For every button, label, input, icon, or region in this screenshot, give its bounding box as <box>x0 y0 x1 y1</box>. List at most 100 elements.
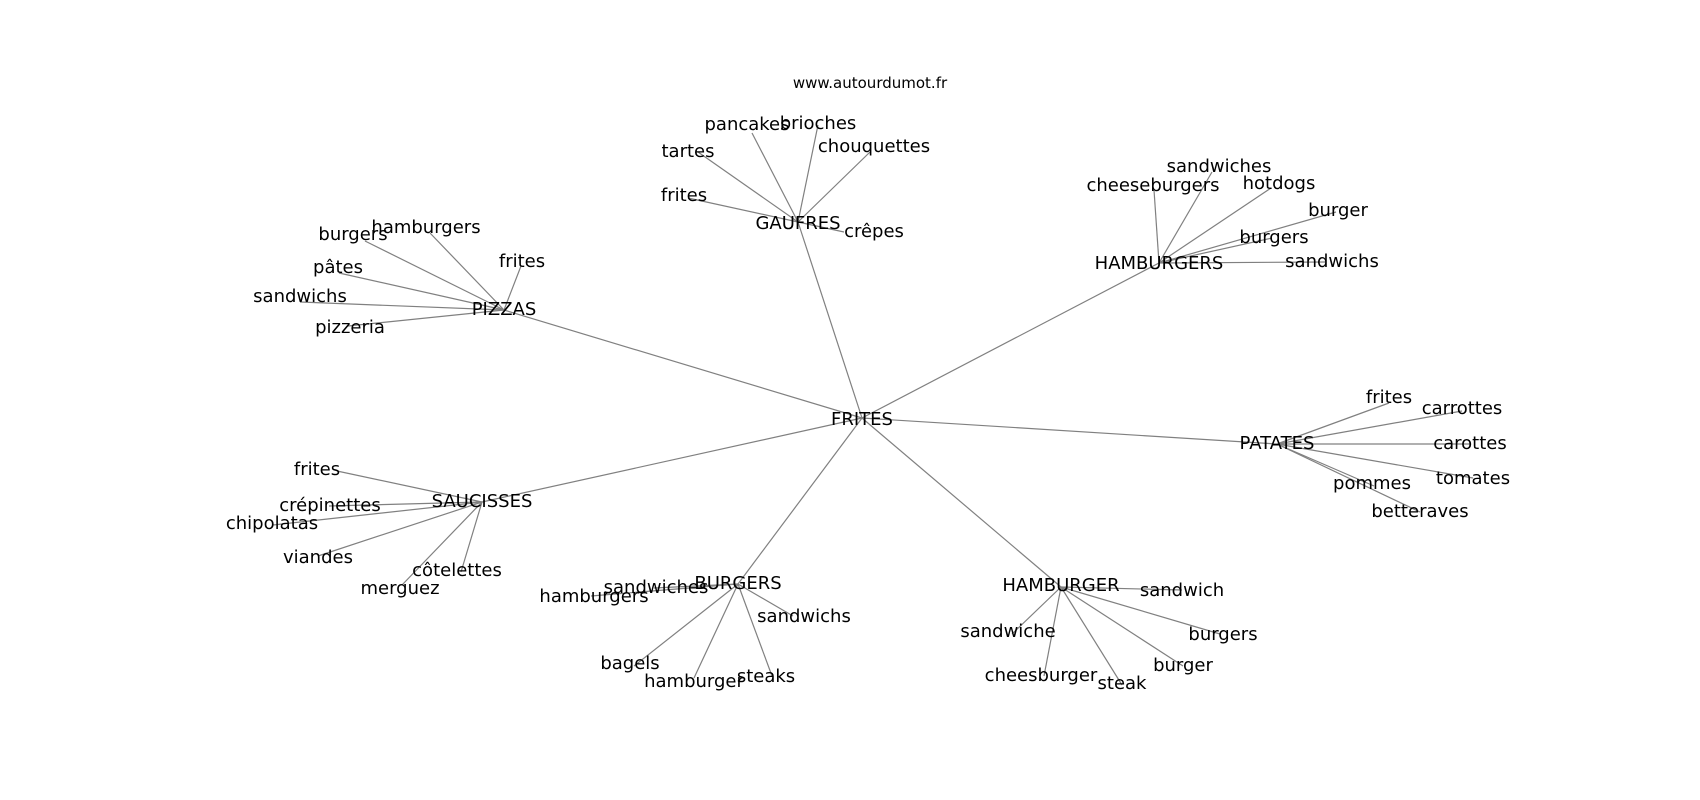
leaf-node-label: sandwiches <box>1167 156 1272 177</box>
edge-group-5-leaf-1 <box>590 583 739 597</box>
leaf-node-label: côtelettes <box>412 560 502 581</box>
edge-group-1-leaf-2 <box>1158 187 1272 264</box>
leaf-node-label: tomates <box>1436 468 1510 489</box>
group-node-label: SAUCISSES <box>432 491 533 512</box>
edge-group-0-leaf-0 <box>751 132 799 223</box>
leaf-node-label: betteraves <box>1371 501 1468 522</box>
edge-group-4-leaf-4 <box>460 501 483 573</box>
leaf-node-label: sandwichs <box>253 286 347 307</box>
leaf-node-label: pancakes <box>704 114 789 135</box>
leaf-node-label: hamburgers <box>371 217 480 238</box>
leaf-node-label: chipolatas <box>226 513 318 534</box>
edge-group-5-leaf-2 <box>737 583 794 617</box>
leaf-node-label: burgers <box>318 224 387 245</box>
leaf-node-label: burgers <box>1239 227 1308 248</box>
edge-group-6-leaf-5 <box>1060 586 1123 686</box>
leaf-node-label: steak <box>1098 673 1148 694</box>
edge-group-2-leaf-0 <box>429 232 505 311</box>
edge-root-3 <box>861 417 1278 445</box>
edge-group-4-leaf-1 <box>328 501 483 507</box>
edge-group-3-leaf-4 <box>1276 443 1375 487</box>
leaf-node-label: tartes <box>662 141 715 162</box>
leaf-node-label: pizzeria <box>315 317 385 338</box>
edge-group-4-leaf-2 <box>272 501 483 526</box>
edge-group-1-leaf-1 <box>1153 189 1160 264</box>
leaf-node-label: crêpes <box>844 221 904 242</box>
edge-root-6 <box>861 417 1062 588</box>
edge-group-3-leaf-0 <box>1276 402 1390 445</box>
leaf-node-label: merguez <box>360 578 439 599</box>
edge-root-4 <box>481 417 863 503</box>
edge-group-1-leaf-4 <box>1158 237 1273 264</box>
group-node-label: GAUFRES <box>755 213 840 234</box>
edge-group-6-leaf-2 <box>1060 586 1221 635</box>
graph-edges <box>272 124 1474 686</box>
edge-group-0-leaf-1 <box>797 124 819 223</box>
edge-group-5-leaf-5 <box>737 583 773 677</box>
group-node-label: HAMBURGERS <box>1095 253 1224 274</box>
group-node-label: BURGERS <box>694 573 781 594</box>
leaf-node-label: frites <box>499 251 545 272</box>
edge-root-0 <box>797 221 863 419</box>
leaf-node-label: burger <box>1153 655 1213 676</box>
leaf-node-label: cheeseburgers <box>1086 175 1219 196</box>
leaf-node-label: frites <box>1366 387 1412 408</box>
leaf-node-label: chouquettes <box>818 136 930 157</box>
leaf-node-label: carottes <box>1433 433 1507 454</box>
leaf-node-label: hamburgers <box>539 586 648 607</box>
leaf-node-label: viandes <box>283 547 353 568</box>
leaf-node-label: cheesburger <box>985 665 1098 686</box>
group-node-label: PIZZAS <box>472 299 537 320</box>
leaf-node-label: burgers <box>1188 624 1257 645</box>
edge-group-2-leaf-5 <box>347 309 505 327</box>
edge-group-3-leaf-1 <box>1276 410 1463 445</box>
site-watermark: www.autourdumot.fr <box>793 74 948 92</box>
group-node-label: PATATES <box>1240 433 1315 454</box>
edge-group-4-leaf-3 <box>317 501 483 557</box>
leaf-node-label: carrottes <box>1422 398 1503 419</box>
root-node-label: FRITES <box>831 409 893 430</box>
edge-group-1-leaf-3 <box>1158 211 1337 264</box>
edge-group-0-leaf-2 <box>697 151 799 223</box>
leaf-node-label: frites <box>294 459 340 480</box>
edge-group-0-leaf-5 <box>797 221 845 233</box>
edge-root-5 <box>737 417 863 585</box>
edge-group-6-leaf-0 <box>1060 586 1183 591</box>
edge-group-2-leaf-4 <box>299 301 505 311</box>
edge-group-2-leaf-2 <box>503 265 522 311</box>
leaf-node-label: hamburger <box>644 671 744 692</box>
edge-group-0-leaf-4 <box>687 197 799 223</box>
edge-group-0-leaf-3 <box>797 151 871 223</box>
leaf-node-label: frites <box>661 185 707 206</box>
edge-root-2 <box>503 309 863 419</box>
leaf-node-label: hotdogs <box>1243 173 1316 194</box>
leaf-node-label: pommes <box>1333 473 1411 494</box>
group-node-label: HAMBURGER <box>1002 575 1119 596</box>
edge-group-5-leaf-4 <box>693 583 739 679</box>
edge-group-6-leaf-3 <box>1060 586 1184 667</box>
leaf-node-label: bagels <box>600 653 659 674</box>
edge-group-1-leaf-5 <box>1158 261 1327 264</box>
edge-group-2-leaf-1 <box>364 240 505 311</box>
edge-group-6-leaf-4 <box>1043 586 1062 677</box>
leaf-node-label: sandwiche <box>960 621 1055 642</box>
edge-root-1 <box>861 262 1160 419</box>
leaf-node-label: brioches <box>780 113 857 134</box>
edge-group-3-leaf-3 <box>1276 443 1474 479</box>
leaf-node-label: pâtes <box>313 257 363 278</box>
edge-group-4-leaf-0 <box>336 470 483 503</box>
edge-group-6-leaf-1 <box>1011 586 1062 635</box>
leaf-node-label: steaks <box>737 666 795 687</box>
leaf-node-label: crépinettes <box>279 495 380 516</box>
leaf-node-label: sandwiches <box>604 577 709 598</box>
leaf-node-label: sandwichs <box>757 606 851 627</box>
leaf-node-label: sandwich <box>1140 580 1224 601</box>
leaf-node-label: sandwichs <box>1285 251 1379 272</box>
edge-group-2-leaf-3 <box>338 272 505 311</box>
edge-group-4-leaf-5 <box>401 501 483 586</box>
edge-group-3-leaf-5 <box>1276 443 1421 513</box>
leaf-node-label: burger <box>1308 200 1368 221</box>
graph-labels: www.autourdumot.fr FRITES pancakesbrioche… <box>226 74 1510 694</box>
edge-group-1-leaf-0 <box>1158 171 1213 264</box>
